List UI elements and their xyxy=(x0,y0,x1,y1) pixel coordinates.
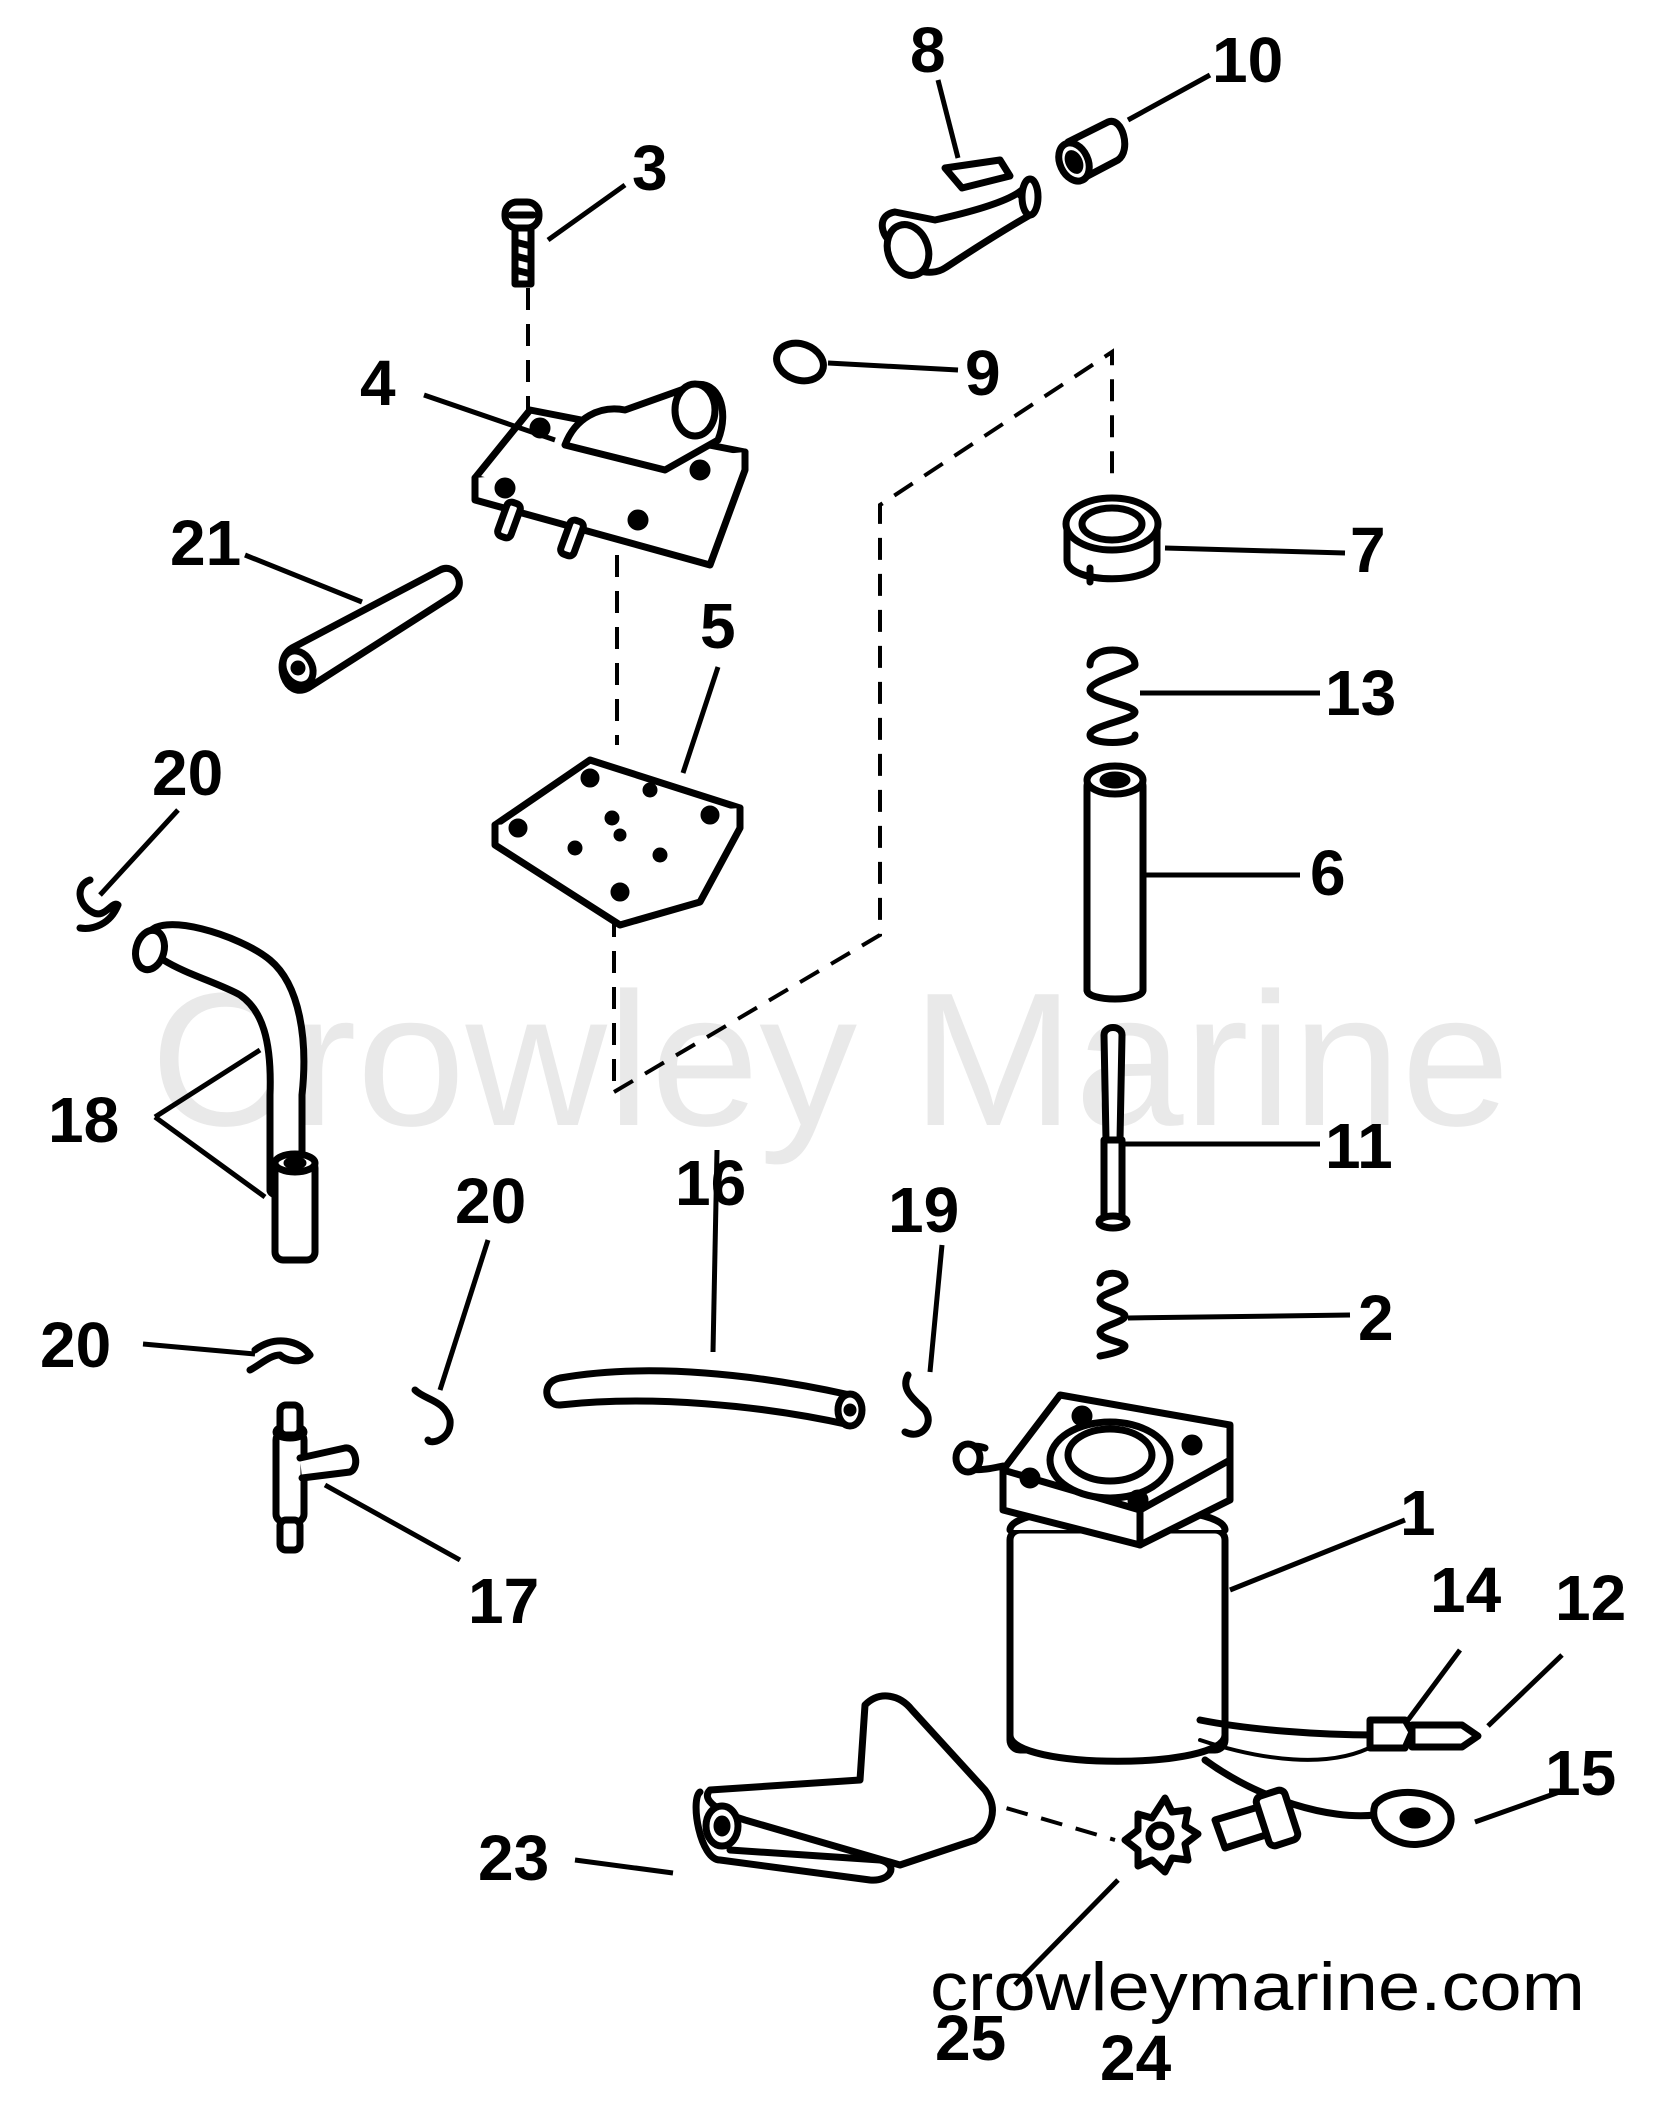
label-part-8: 8 xyxy=(910,14,946,86)
label-part-24: 24 xyxy=(1100,2022,1172,2094)
label-part-1: 1 xyxy=(1400,1477,1436,1549)
part-o-ring xyxy=(773,339,827,385)
part-tee-fitting xyxy=(272,1401,360,1554)
part-fitting-elbow xyxy=(878,156,1042,279)
part-bent-hose xyxy=(132,921,319,1264)
label-part-20b: 20 xyxy=(455,1165,526,1237)
part-upper-spring xyxy=(1086,646,1139,746)
label-part-5: 5 xyxy=(700,590,736,662)
part-pump-cover xyxy=(471,380,749,569)
label-part-18: 18 xyxy=(48,1084,119,1156)
label-part-7: 7 xyxy=(1350,514,1386,586)
part-short-hose xyxy=(278,564,463,694)
label-part-15: 15 xyxy=(1545,1737,1616,1809)
part-screw xyxy=(501,198,543,288)
leader-lines xyxy=(98,72,1566,1987)
part-diaphragm xyxy=(491,756,744,929)
label-part-21: 21 xyxy=(170,507,241,579)
label-part-11: 11 xyxy=(1325,1110,1393,1182)
label-part-20c: 20 xyxy=(40,1309,111,1381)
label-part-6: 6 xyxy=(1310,837,1346,909)
part-sleeve xyxy=(1055,117,1129,185)
part-bolt xyxy=(1211,1786,1302,1852)
part-solenoid-body xyxy=(952,1391,1234,1765)
watermark: Crowley Marine xyxy=(150,954,1510,1166)
label-part-10: 10 xyxy=(1212,24,1283,96)
label-part-19: 19 xyxy=(888,1174,959,1246)
part-wires xyxy=(1196,1716,1482,1848)
label-part-23: 23 xyxy=(478,1822,549,1894)
label-part-16: 16 xyxy=(675,1147,746,1219)
label-part-2: 2 xyxy=(1358,1282,1394,1354)
label-part-20a: 20 xyxy=(152,737,223,809)
part-lower-spring xyxy=(1096,1269,1129,1360)
part-long-hose xyxy=(543,1367,866,1430)
label-part-12: 12 xyxy=(1555,1562,1626,1634)
part-piston-tube xyxy=(1083,762,1147,1003)
part-rod xyxy=(1095,1024,1131,1232)
label-part-25: 25 xyxy=(935,2002,1006,2074)
label-part-9: 9 xyxy=(965,337,1001,409)
label-part-3: 3 xyxy=(632,132,668,204)
site-url: crowleymarine.com xyxy=(930,1949,1585,2025)
part-clamps xyxy=(76,876,454,1446)
label-part-17: 17 xyxy=(468,1565,539,1637)
label-part-13: 13 xyxy=(1325,657,1396,729)
label-part-4: 4 xyxy=(360,347,396,419)
part-bracket xyxy=(692,1692,996,1884)
part-labels: 8 10 3 9 4 7 21 5 13 20 6 18 11 16 19 20… xyxy=(40,14,1626,2094)
part-clip xyxy=(901,1371,932,1438)
label-part-14: 14 xyxy=(1430,1554,1502,1626)
part-star-washer-hole xyxy=(1145,1821,1175,1851)
part-valve-seat xyxy=(1062,494,1162,586)
